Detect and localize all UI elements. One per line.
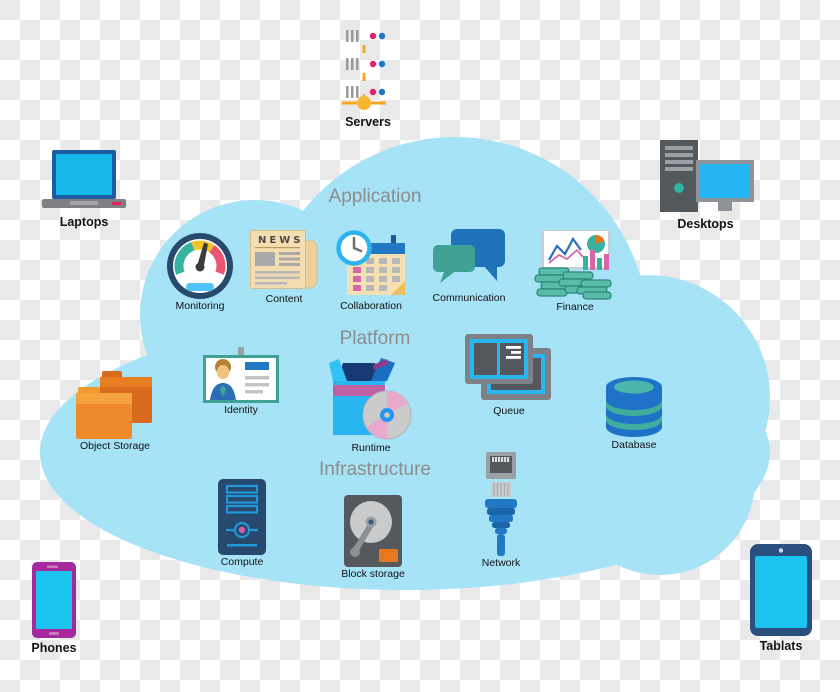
monitoring-gauge-icon bbox=[167, 233, 233, 299]
node-tablats: Tablats bbox=[738, 544, 824, 653]
servers-label: Servers bbox=[345, 115, 391, 129]
chat-bubbles-icon bbox=[433, 229, 505, 283]
ethernet-cable-icon bbox=[485, 452, 517, 556]
object-storage-label: Object Storage bbox=[79, 440, 151, 452]
collaboration-label: Collaboration bbox=[340, 300, 402, 312]
node-servers: Servers bbox=[328, 28, 408, 129]
software-box-cd-icon bbox=[329, 358, 412, 440]
identity-label: Identity bbox=[224, 404, 258, 416]
servers-icon bbox=[342, 30, 386, 110]
runtime-label: Runtime bbox=[351, 442, 391, 454]
node-queue: Queue bbox=[463, 334, 555, 417]
newspaper-icon: NEWS bbox=[250, 230, 318, 289]
node-identity: Identity bbox=[201, 347, 281, 416]
hard-disk-icon bbox=[344, 495, 402, 567]
node-database: Database bbox=[600, 376, 668, 451]
tablats-label: Tablats bbox=[759, 639, 803, 653]
queue-label: Queue bbox=[493, 405, 525, 417]
node-monitoring: Monitoring bbox=[162, 233, 238, 312]
queue-windows-icon bbox=[465, 334, 551, 400]
laptops-label: Laptops bbox=[59, 215, 109, 229]
laptop-icon bbox=[42, 150, 126, 208]
content-label: Content bbox=[265, 293, 303, 305]
monitoring-label: Monitoring bbox=[175, 300, 225, 312]
server-tower-icon bbox=[218, 479, 266, 555]
node-network: Network bbox=[467, 452, 535, 569]
layer-title-application: Application bbox=[328, 186, 422, 207]
node-runtime: Runtime bbox=[327, 355, 415, 454]
news-headline-text: NEWS bbox=[258, 235, 303, 246]
database-label: Database bbox=[611, 439, 657, 451]
node-object-storage: Object Storage bbox=[68, 371, 162, 452]
network-label: Network bbox=[481, 557, 521, 569]
layer-title-platform: Platform bbox=[339, 328, 411, 349]
database-cylinder-icon bbox=[606, 377, 662, 437]
desktops-label: Desktops bbox=[677, 217, 734, 231]
node-phones: Phones bbox=[16, 562, 92, 655]
finance-label: Finance bbox=[556, 301, 594, 313]
calendar-clock-icon bbox=[336, 230, 405, 295]
compute-label: Compute bbox=[220, 556, 264, 568]
node-desktops: Desktops bbox=[648, 140, 763, 231]
node-content: NEWS Content bbox=[244, 230, 324, 305]
finance-charts-money-icon bbox=[534, 230, 612, 300]
node-block-storage: Block storage bbox=[336, 495, 410, 580]
phone-icon bbox=[32, 562, 76, 638]
id-card-icon bbox=[203, 347, 279, 403]
node-compute: Compute bbox=[214, 479, 270, 568]
phones-label: Phones bbox=[31, 641, 77, 655]
folders-icon bbox=[76, 371, 152, 439]
node-finance: Finance bbox=[528, 230, 622, 313]
node-communication: Communication bbox=[426, 229, 512, 304]
node-collaboration: Collaboration bbox=[330, 227, 412, 312]
desktop-icon bbox=[659, 140, 754, 212]
tablet-icon bbox=[750, 544, 812, 636]
layer-title-infrastructure: Infrastructure bbox=[319, 459, 431, 480]
communication-label: Communication bbox=[432, 292, 506, 304]
node-laptops: Laptops bbox=[28, 150, 140, 229]
block-storage-label: Block storage bbox=[341, 568, 405, 580]
